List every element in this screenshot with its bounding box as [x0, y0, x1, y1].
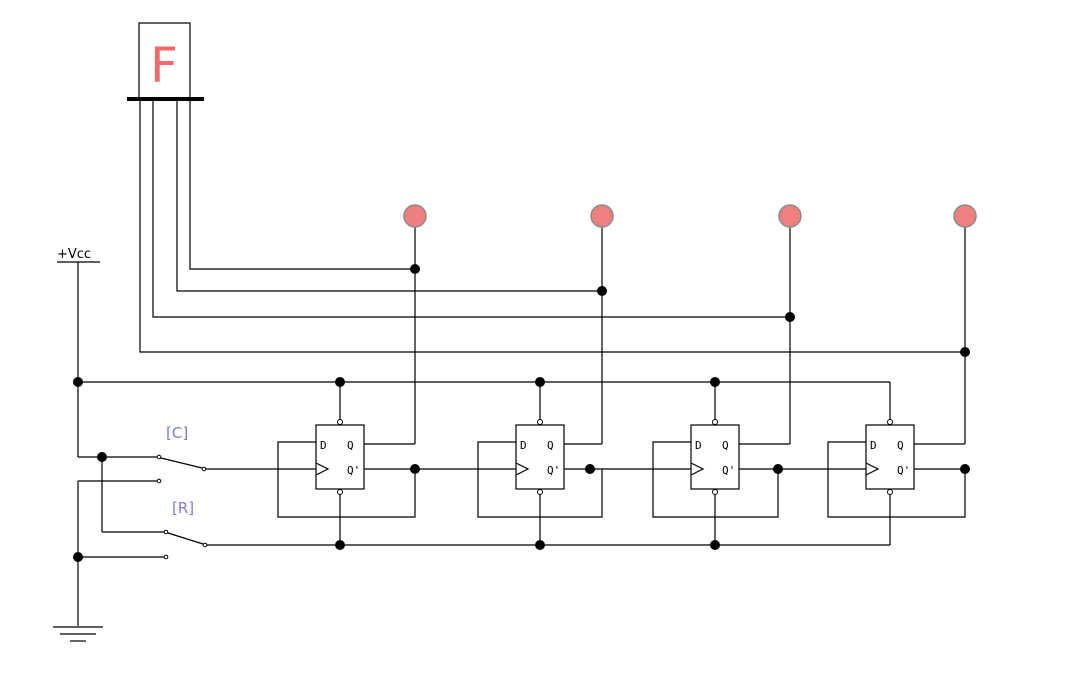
lamp-2 [590, 204, 614, 228]
flipflop-1: D Q Q' [277, 419, 416, 518]
ground [53, 480, 164, 642]
ff3-d-pin: D [695, 439, 702, 452]
ff3-q-pin: Q [722, 439, 729, 452]
clock-switch-label: [C] [166, 424, 188, 442]
lamp-4 [953, 204, 977, 228]
vcc-label: +Vcc [57, 247, 91, 262]
flipflop-2: D Q Q' [415, 419, 603, 518]
vcc-source: +Vcc [57, 247, 158, 458]
ff1-q-pin: Q [347, 439, 354, 452]
ff4-q-pin: Q [897, 439, 904, 452]
lamp-3 [778, 204, 802, 228]
display-digit: F [150, 38, 178, 94]
output-lamps [403, 204, 977, 444]
reset-switch-label: [R] [172, 499, 194, 517]
ff2-d-pin: D [520, 439, 527, 452]
display-frame [138, 22, 191, 99]
ff2-qbar-pin: Q' [547, 464, 560, 477]
hex-display: F [127, 22, 204, 101]
ff2-q-pin: Q [547, 439, 554, 452]
reset-switch[interactable]: [R] [101, 457, 891, 560]
ff4-d-pin: D [870, 439, 877, 452]
junction-dots [73, 264, 970, 562]
flipflop-4: D Q Q' [778, 419, 966, 518]
lamp-1 [403, 204, 427, 228]
display-input-wires [139, 99, 965, 353]
ff3-qbar-pin: Q' [722, 464, 735, 477]
ff1-d-pin: D [320, 439, 327, 452]
ff1-qbar-pin: Q' [347, 464, 360, 477]
ff4-qbar-pin: Q' [897, 464, 910, 477]
flipflop-3: D Q Q' [602, 419, 790, 518]
clock-switch[interactable]: [C] [156, 424, 316, 484]
preset-rail [78, 381, 891, 420]
